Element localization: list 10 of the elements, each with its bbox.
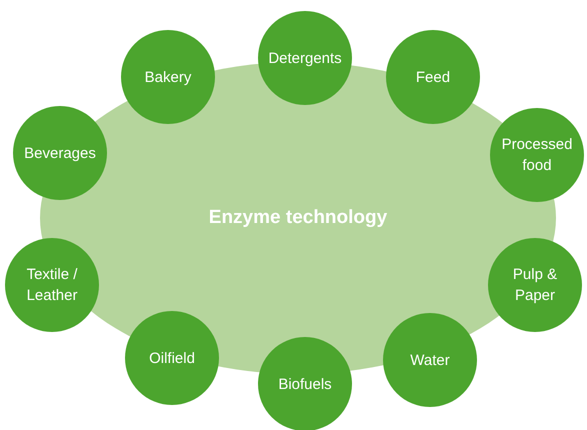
application-circle: Oilfield [125, 311, 219, 405]
application-circle: Textile / Leather [5, 238, 99, 332]
application-circle: Processed food [490, 108, 584, 202]
center-title: Enzyme technology [208, 207, 388, 229]
application-circle: Water [383, 313, 477, 407]
application-circle: Pulp & Paper [488, 238, 582, 332]
application-circle: Beverages [13, 106, 107, 200]
application-circle: Feed [386, 30, 480, 124]
application-circle: Detergents [258, 11, 352, 105]
application-circle: Bakery [121, 30, 215, 124]
